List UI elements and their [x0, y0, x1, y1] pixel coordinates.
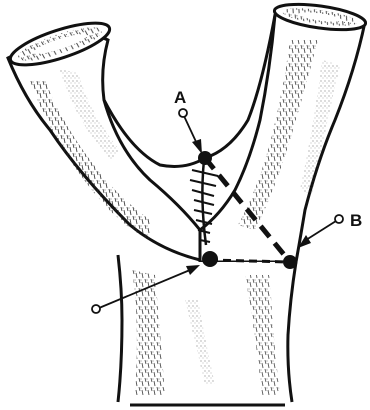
center-point-dot	[202, 251, 218, 267]
point-b-dot	[283, 255, 297, 269]
crotch-contour	[104, 15, 275, 166]
label-a: A	[174, 88, 186, 107]
left-limb	[8, 35, 200, 260]
label-b: B	[350, 211, 362, 230]
pointer-a	[179, 109, 202, 154]
point-a-dot	[198, 151, 212, 165]
right-limb	[200, 11, 365, 262]
